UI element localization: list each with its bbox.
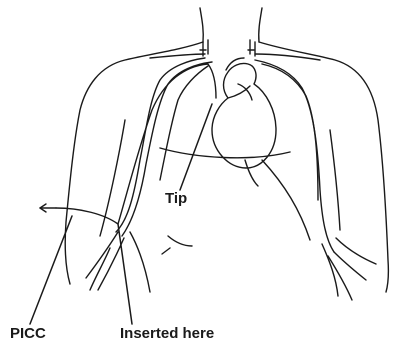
chest-curve-right: [262, 160, 310, 240]
vein-right-inner: [262, 64, 318, 200]
heart-aorta: [228, 86, 250, 98]
picc-leader-line: [30, 216, 72, 324]
right-shoulder-outline: [259, 42, 388, 292]
heart: [212, 63, 276, 168]
picc-catheter: [56, 64, 216, 224]
chest-curve-lower-left: [168, 236, 192, 246]
tip-leader-line: [180, 104, 212, 190]
left-collarbone: [150, 54, 205, 58]
inserted-here-label: Inserted here: [120, 326, 214, 341]
arm-vein-left-3: [130, 232, 150, 292]
right-armpit-outline: [330, 130, 340, 230]
tip-label: Tip: [165, 191, 187, 206]
chest-line-left: [245, 160, 258, 186]
left-shoulder-outline: [65, 42, 203, 284]
vein-left-outer: [116, 58, 205, 232]
picc-label: PICC: [10, 326, 46, 341]
chest-tick: [162, 248, 170, 254]
arm-vein-left-1: [86, 232, 118, 278]
left-armpit-outline: [100, 120, 125, 236]
inserted-leader-line: [118, 224, 132, 324]
arm-vein-right-4: [322, 244, 338, 296]
neck-left-outline: [200, 8, 203, 42]
vein-left-deep: [160, 66, 208, 180]
arm-vein-right-2: [328, 256, 352, 300]
neck-right-outline: [259, 8, 262, 42]
